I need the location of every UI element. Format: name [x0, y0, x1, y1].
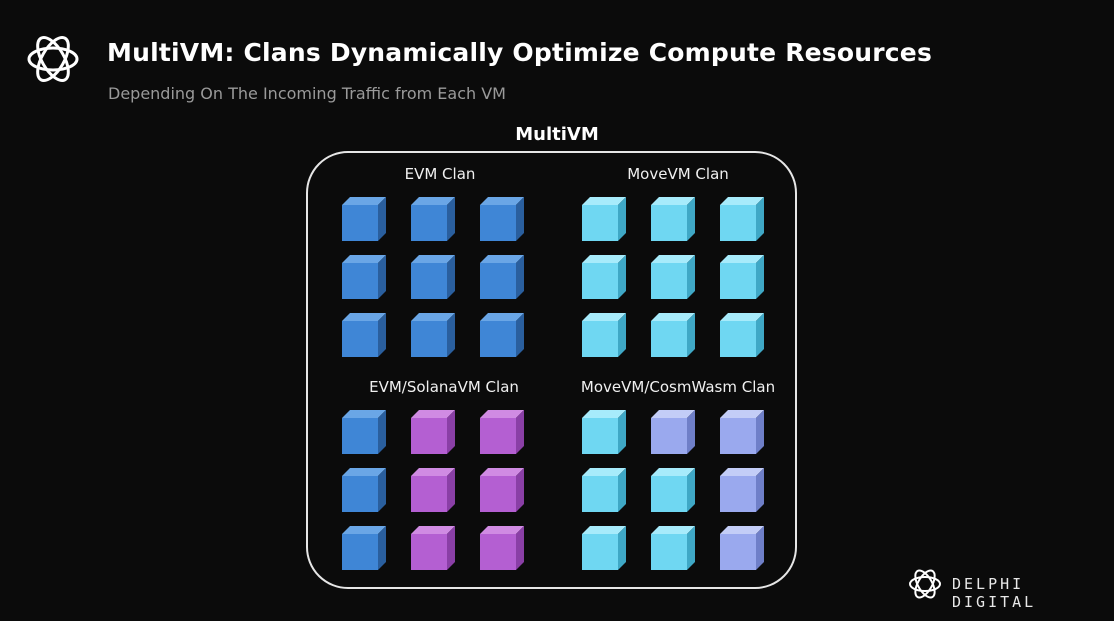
cube-purple: [480, 410, 524, 454]
brand-name: DELPHI DIGITAL: [952, 575, 1037, 611]
cube-blue: [480, 255, 524, 299]
clan-label-evm: EVM Clan: [404, 165, 476, 183]
cube-cyan: [651, 255, 695, 299]
cube-cyan: [582, 468, 626, 512]
cube-cyan: [720, 197, 764, 241]
cube-lavender: [651, 410, 695, 454]
cube-cyan: [720, 313, 764, 357]
cube-cyan: [582, 255, 626, 299]
cube-purple: [480, 468, 524, 512]
cube-cyan: [651, 197, 695, 241]
page-title: MultiVM: Clans Dynamically Optimize Comp…: [107, 38, 933, 67]
cube-blue: [342, 197, 386, 241]
multivm-label: MultiVM: [515, 124, 599, 145]
cube-blue: [411, 255, 455, 299]
cube-blue: [342, 410, 386, 454]
knot-logo-icon: [27, 36, 79, 82]
cube-lavender: [720, 526, 764, 570]
cube-purple: [411, 526, 455, 570]
cube-blue: [411, 313, 455, 357]
cube-blue: [411, 197, 455, 241]
cube-blue: [480, 197, 524, 241]
clan-label-movevm: MoveVM Clan: [627, 165, 729, 183]
cube-blue: [480, 313, 524, 357]
cube-blue: [342, 255, 386, 299]
cube-cyan: [651, 468, 695, 512]
page-subtitle: Depending On The Incoming Traffic from E…: [108, 84, 506, 103]
cube-blue: [342, 526, 386, 570]
cube-cyan: [582, 313, 626, 357]
cube-cyan: [582, 197, 626, 241]
cube-cyan: [651, 313, 695, 357]
multivm-container: [306, 151, 797, 589]
clan-label-evm-solanavm: EVM/SolanaVM Clan: [369, 378, 519, 396]
cube-cyan: [651, 526, 695, 570]
cube-purple: [411, 468, 455, 512]
cube-cyan: [582, 526, 626, 570]
cube-cyan: [720, 255, 764, 299]
cube-blue: [342, 313, 386, 357]
cube-lavender: [720, 410, 764, 454]
cube-purple: [480, 526, 524, 570]
knot-logo-icon: [909, 569, 941, 599]
cube-lavender: [720, 468, 764, 512]
cube-cyan: [582, 410, 626, 454]
cube-blue: [342, 468, 386, 512]
cube-purple: [411, 410, 455, 454]
clan-label-movevm-cosmwasm: MoveVM/CosmWasm Clan: [580, 378, 776, 396]
